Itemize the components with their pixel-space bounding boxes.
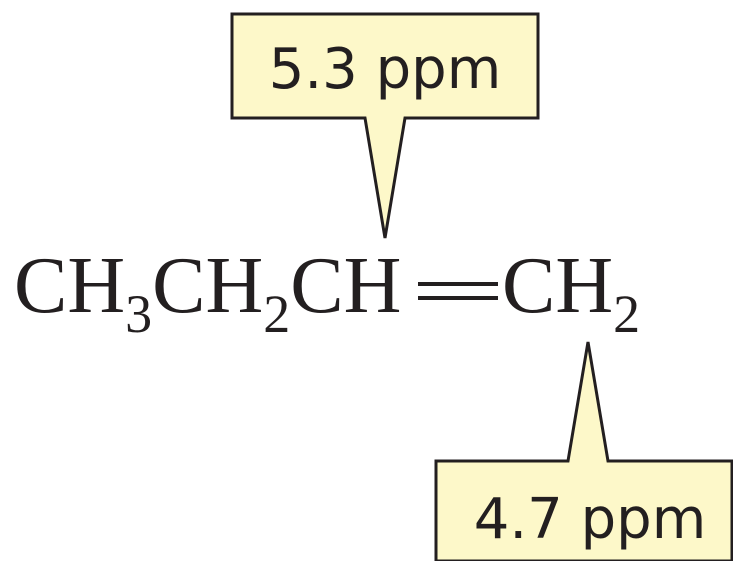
formula-right: CH2 xyxy=(502,242,640,344)
group-4-main: CH xyxy=(502,242,613,330)
group-3-main: CH xyxy=(290,242,401,330)
group-1-subscript: 3 xyxy=(125,284,152,344)
callout-bottom: 4.7 ppm xyxy=(434,341,733,561)
callout-top-label: 5.3 ppm xyxy=(269,37,502,102)
callout-bottom-label: 4.7 ppm xyxy=(474,487,707,552)
formula-left: CH3CH2CH xyxy=(14,242,401,344)
group-2-subscript: 2 xyxy=(263,284,290,344)
group-2-main: CH xyxy=(152,242,263,330)
callout-top: 5.3 ppm xyxy=(230,12,540,239)
molecule-formula: CH3CH2CH CH2 xyxy=(14,242,640,344)
double-bond xyxy=(418,282,498,300)
group-1-main: CH xyxy=(14,242,125,330)
callout-bottom-box xyxy=(434,341,733,561)
group-4-subscript: 2 xyxy=(613,284,640,344)
callout-top-box xyxy=(230,12,540,239)
